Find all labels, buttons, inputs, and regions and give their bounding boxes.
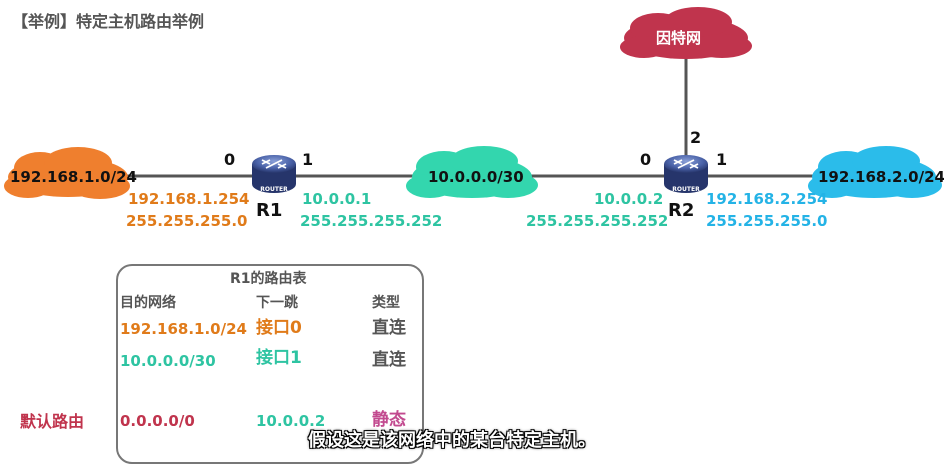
- row1-next: 接口0: [256, 318, 302, 338]
- routing-table-title: R1的路由表: [230, 271, 307, 287]
- header-type: 类型: [372, 295, 400, 311]
- r2-if0-ip: 10.0.0.2: [594, 190, 664, 208]
- cloud-internet-label: 因特网: [656, 29, 702, 47]
- row3-dest: 0.0.0.0/0: [120, 412, 195, 430]
- cloud-mid: [406, 146, 538, 198]
- r2-if0-mask: 255.255.255.252: [526, 212, 669, 230]
- header-dest: 目的网络: [120, 295, 176, 311]
- cloud-lan1-label: 192.168.1.0/24: [10, 168, 137, 186]
- row3-next: 10.0.0.2: [256, 412, 326, 430]
- r2-if1-ip: 192.168.2.254: [706, 190, 828, 208]
- row2-type: 直连: [372, 350, 406, 370]
- r1-port-1: 1: [302, 150, 314, 169]
- r1-port-0: 0: [224, 150, 236, 169]
- r1-if1-ip: 10.0.0.1: [302, 190, 372, 208]
- router-r2-label: ROUTER: [672, 186, 700, 193]
- r1-name: R1: [256, 200, 283, 221]
- r2-port-2: 2: [690, 128, 702, 147]
- cloud-lan2-label: 192.168.2.0/24: [818, 168, 944, 186]
- cloud-mid-label: 10.0.0.0/30: [428, 168, 524, 186]
- row1-type: 直连: [372, 318, 406, 338]
- router-r1-label: ROUTER: [260, 186, 288, 193]
- header-next-hop: 下一跳: [256, 295, 298, 311]
- router-r1-icon: [252, 155, 296, 193]
- cloud-lan2: [808, 146, 942, 198]
- r2-name: R2: [668, 200, 695, 221]
- r1-if0-ip: 192.168.1.254: [128, 190, 250, 208]
- network-diagram: ROUTER ROUTER: [4, 7, 942, 199]
- video-subtitle: 假设这是该网络中的某台特定主机。: [308, 430, 596, 451]
- row3-type: 静态: [372, 410, 406, 430]
- page-title: 【举例】特定主机路由举例: [12, 12, 205, 31]
- r1-if0-mask: 255.255.255.0: [126, 212, 248, 230]
- row1-dest: 192.168.1.0/24: [120, 320, 247, 338]
- r2-if1-mask: 255.255.255.0: [706, 212, 828, 230]
- router-r2-icon: [664, 155, 708, 193]
- row2-next: 接口1: [256, 348, 302, 368]
- cloud-internet: [620, 7, 752, 59]
- r2-port-1: 1: [716, 150, 728, 169]
- cloud-lan1: [4, 147, 130, 199]
- r1-if1-mask: 255.255.255.252: [300, 212, 443, 230]
- default-route-label: 默认路由: [20, 412, 85, 431]
- row2-dest: 10.0.0.0/30: [120, 352, 216, 370]
- r2-port-0: 0: [640, 150, 652, 169]
